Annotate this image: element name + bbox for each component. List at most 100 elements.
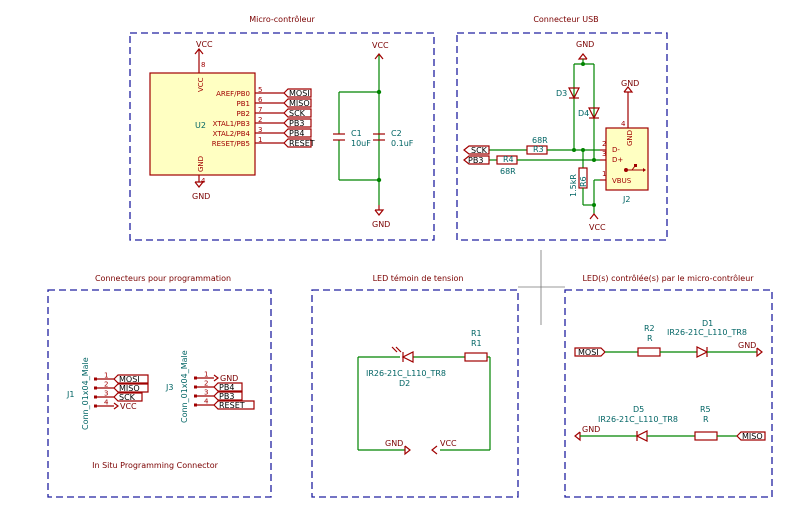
zener-d3[interactable] (568, 87, 580, 100)
d4-ref: D4 (578, 109, 589, 118)
u2-net-text: PB4 (289, 129, 304, 138)
u2-pin-number: 1 (258, 136, 262, 144)
r3-ref: R3 (533, 145, 544, 154)
u2-ref: U2 (195, 121, 206, 130)
r1-value: R1 (471, 339, 482, 348)
j2-dplus-name: D+ (612, 156, 623, 164)
frame-usb: Connecteur USB (456, 15, 668, 241)
frame-led-mcu: LED(s) contrôlée(s) par le micro-contrôl… (564, 273, 773, 498)
j3-net-label: PB4 (219, 383, 234, 392)
resistor-r2[interactable] (637, 347, 661, 357)
j1-pin-num: 4 (104, 399, 109, 407)
j2-gnd-pin-name: GND (626, 130, 634, 146)
cap-gnd-label: GND (372, 220, 390, 229)
d1-ref: D1 (702, 319, 713, 328)
j1-ref: J1 (66, 390, 74, 399)
r2-value: R (647, 334, 653, 343)
frame-prog-title: Connecteurs pour programmation (95, 274, 231, 283)
d5-ref: D5 (633, 405, 644, 414)
u2-net-label: PB3 (283, 118, 312, 128)
u2-net-label: MOSI (283, 88, 312, 98)
j3-ref: J3 (165, 383, 173, 392)
u2-net-label: MISO (283, 98, 312, 108)
u2-pin-name: XTAL2/PB4 (213, 130, 251, 138)
u2-microcontroller[interactable]: U2 8 VCC 4 GND (149, 55, 256, 185)
r6-value: 1.5kR (569, 174, 578, 197)
j1-net-label: MISO (119, 384, 140, 393)
frame-usb-title: Connecteur USB (533, 15, 598, 24)
d3-ref: D3 (556, 89, 567, 98)
led-mcu-circuit: MOSI R2 R D1 IR26-21C_L110_TR8 GND GND D… (574, 319, 766, 442)
j3-value: Conn_01x04_Male (180, 350, 189, 423)
j2-pin4-num: 4 (621, 120, 626, 128)
u2-net-text: MOSI (289, 89, 310, 98)
j2-pin3-num: 3 (602, 150, 606, 158)
d2-value: IR26-21C_L110_TR8 (366, 369, 446, 378)
j2-dminus-name: D- (612, 146, 620, 154)
u2-gnd-pin-name: GND (197, 156, 205, 172)
capacitor-block: C1 10uF C2 0.1uF VCC GND (333, 41, 414, 229)
frame-prog: Connecteurs pour programmation (47, 274, 272, 498)
j3-pin-num: 3 (204, 389, 208, 397)
j2-pin2-num: 2 (602, 140, 606, 148)
prog-footer-text: In Situ Programming Connector (92, 461, 218, 470)
u2-vcc-pin-num: 8 (201, 61, 205, 69)
led-mcu-label-mosi: MOSI (574, 347, 606, 357)
r1-ref: R1 (471, 329, 482, 338)
u2-gnd-pin-num: 4 (201, 177, 206, 185)
zener-d4[interactable] (588, 107, 600, 120)
c1-ref: C1 (351, 129, 362, 138)
resistor-r1[interactable] (464, 352, 488, 362)
led-mcu-label-miso: MISO (736, 431, 766, 441)
usb-symbol-icon (624, 164, 646, 172)
c2-ref: C2 (391, 129, 402, 138)
d2-ref: D2 (399, 379, 410, 388)
led-d2[interactable] (391, 346, 414, 363)
led-d1[interactable] (696, 346, 709, 358)
usb-gnd-right-label: GND (621, 79, 639, 88)
led-power-gnd-label: GND (385, 439, 403, 448)
j3-net-label: RESET (219, 401, 245, 410)
resistor-r5[interactable] (694, 431, 718, 441)
j2-vbus-name: VBUS (612, 177, 632, 185)
frame-led-power-title: LED témoin de tension (373, 273, 464, 283)
j3-pin-num: 1 (204, 371, 208, 379)
j1-pin-num: 2 (104, 381, 108, 389)
led-power-vcc-label: VCC (440, 439, 457, 448)
u2-vcc-pin-name: VCC (197, 77, 205, 92)
frame-micro: Micro-contrôleur (129, 14, 435, 241)
capacitor-c1[interactable] (333, 133, 345, 141)
led-power-gnd-arrow (404, 445, 411, 456)
u2-pin-number: 5 (258, 86, 262, 94)
u2-pin-name: PB2 (237, 110, 250, 118)
u2-pin-number: 6 (258, 96, 263, 104)
j1-net-label: SCK (119, 393, 136, 402)
frame-micro-title: Micro-contrôleur (249, 14, 315, 24)
j1-value: Conn_01x04_Male (81, 357, 90, 430)
capacitor-c2[interactable] (373, 133, 385, 141)
r5-value: R (703, 415, 709, 424)
micro-gnd-symbol: GND (192, 181, 210, 201)
led-mcu-mosi-text: MOSI (578, 348, 599, 357)
usb-vcc-label: VCC (589, 223, 606, 232)
led-power-vcc-arrow (431, 445, 438, 455)
j3-pin-num: 2 (204, 380, 208, 388)
r4-ref: R4 (503, 155, 514, 164)
usb-pb3-text: PB3 (468, 156, 483, 165)
usb-sck-text: SCK (471, 146, 488, 155)
led-d5[interactable] (635, 430, 648, 442)
usb-connector-j2[interactable]: 2 3 1 4 GND D- D+ VBUS (600, 120, 649, 191)
u2-net-label: RESET (283, 138, 315, 148)
usb-label-sck: SCK (463, 145, 490, 155)
